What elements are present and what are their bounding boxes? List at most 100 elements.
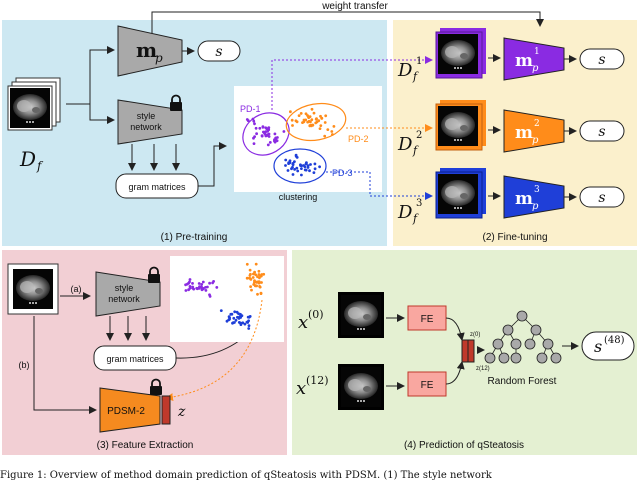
scatter-point [215,286,219,289]
style-network-fe [95,271,161,317]
scatter-point [302,120,306,124]
svg-text:s: s [594,337,602,356]
scatter-point [257,281,261,285]
scatter-point [318,165,321,169]
cluster-pd2-outline [285,102,347,142]
svg-text:style: style [137,111,156,121]
svg-text:network: network [108,294,140,304]
scatter-point [233,310,237,314]
svg-text:gram matrices: gram matrices [128,182,186,192]
x12-label: x (12) [296,374,329,399]
dataset-df-label: D f [19,147,44,173]
z12-label: z(12) [476,366,490,372]
scatter-point [247,319,251,323]
scatter-point [201,280,205,284]
scatter-point [200,287,204,291]
scatter-point [235,310,239,314]
finetune-row-2: D f 2 m p 2 s [397,100,625,157]
svg-text:m: m [515,123,533,143]
svg-text:f: f [412,144,419,157]
scatter-point [266,143,270,147]
scatter-point [291,124,294,127]
scatter-point [323,134,327,138]
scatter-point [248,268,252,272]
svg-text:network: network [130,122,162,132]
scatter-point [245,262,249,266]
caption-pretraining: (1) Pre-training [161,232,228,243]
scatter-point [265,127,269,131]
svg-text:p: p [155,51,163,65]
scatter-point [184,283,188,287]
scatter-point [232,316,236,320]
scatter-point [245,276,249,280]
svg-text:3: 3 [416,198,422,209]
clustering-plot [234,86,382,192]
scatter-point [312,171,316,175]
scatter-point [326,128,330,132]
scatter-point [255,281,259,284]
scatter-point [219,309,223,312]
mri-x0 [338,292,384,338]
scatter-point [258,285,262,289]
svg-text:(12): (12) [306,374,329,387]
scatter-point [248,276,251,280]
scatter-point [256,292,259,296]
scatter-point [247,324,251,327]
scatter-point [291,173,295,176]
scatter-point [254,273,258,277]
svg-text:s: s [598,124,605,140]
scatter-point [284,164,287,167]
scatter-point [260,134,264,138]
finetune-row-3: D f 3 m p 3 s [397,168,625,225]
mp-network [117,25,183,77]
scatter-point [208,281,212,285]
svg-text:s: s [598,52,605,68]
clustering-label: clustering [279,192,318,202]
scatter-point [294,154,298,158]
style-network [117,99,183,145]
scatter-point [229,312,233,316]
svg-text:style: style [115,283,134,293]
score-s48-box [581,331,635,361]
scatter-point [227,315,231,319]
scatter-point [248,315,252,318]
svg-text:3: 3 [534,185,540,195]
svg-text:2: 2 [534,119,540,129]
scatter-point [227,318,231,322]
pd1-label: PD-1 [240,104,261,114]
scatter-point [231,321,235,324]
svg-text:PDSM-2: PDSM-2 [107,406,145,417]
svg-text:m: m [515,51,533,71]
scatter-point [308,169,311,173]
svg-text:D: D [397,134,413,155]
scatter-point [290,118,294,122]
scatter-point [257,269,261,273]
scatter-point [317,119,321,123]
scatter-point [313,162,317,166]
scatter-point [254,126,258,130]
scatter-point [299,112,303,115]
scatter-point [273,139,276,143]
scatter-point [259,291,263,295]
scatter-point [251,276,255,279]
mri-input-fe [7,263,59,315]
scatter-plot [184,262,266,330]
scatter-point [238,321,242,325]
scatter-point [266,129,269,133]
scatter-point [291,163,295,167]
svg-text:f: f [36,159,44,173]
svg-text:p: p [532,201,539,212]
scatter-point [300,167,303,171]
scatter-point [253,270,256,274]
scatter-point [275,139,279,143]
scatter-point [300,164,303,168]
scatter-point [289,110,292,114]
scatter-point [290,167,293,171]
scatter-point [296,169,300,173]
score-s-box [197,40,241,62]
scatter-point [306,164,310,168]
scatter-point [191,286,195,290]
svg-text:D: D [397,60,413,81]
scatter-point [253,281,256,284]
svg-text:z: z [177,404,186,420]
